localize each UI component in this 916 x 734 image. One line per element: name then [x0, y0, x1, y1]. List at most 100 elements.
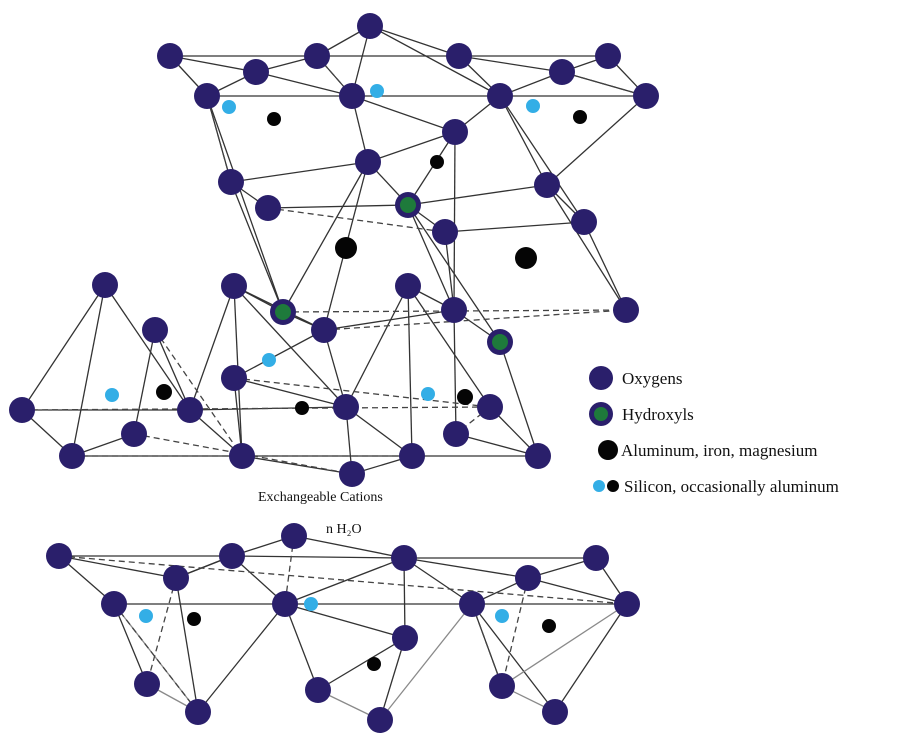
bond-line — [58, 555, 177, 579]
legend-silicon-alt-icon — [607, 480, 619, 492]
bond-line — [546, 184, 627, 311]
oxygen-atom — [142, 317, 168, 343]
oxygen-atom — [194, 83, 220, 109]
oxygen-atom — [219, 543, 245, 569]
bond-line — [230, 181, 284, 313]
oxygen-atom — [339, 461, 365, 487]
silicon-atom — [139, 609, 153, 623]
bond-line — [351, 95, 456, 133]
bond-line — [379, 637, 406, 721]
bond-line — [546, 95, 647, 186]
bond-line — [284, 603, 406, 639]
bond-line — [317, 637, 406, 691]
oxygen-atom — [255, 195, 281, 221]
oxygen-atom — [395, 273, 421, 299]
bond-line — [231, 555, 405, 559]
oxygen-atom — [218, 169, 244, 195]
bond-line — [407, 285, 491, 408]
oxygen-atom — [121, 421, 147, 447]
bond-line — [455, 433, 539, 457]
metal-atom — [267, 112, 281, 126]
atoms — [9, 13, 659, 733]
bond-line — [501, 577, 529, 687]
oxygen-atom — [163, 565, 189, 591]
silicon-atom — [304, 597, 318, 611]
silicon-atom — [105, 388, 119, 402]
metal-atom — [573, 110, 587, 124]
bond-line — [499, 95, 585, 223]
legend: Oxygens Hydroxyls Aluminum, iron, magnes… — [589, 366, 839, 496]
bond-line — [104, 284, 191, 411]
bond-line — [453, 309, 457, 435]
oxygen-atom — [583, 545, 609, 571]
bond-line — [499, 95, 548, 186]
metal-atom — [430, 155, 444, 169]
oxygen-atom — [304, 43, 330, 69]
oxygen-atom — [489, 673, 515, 699]
oxygen-atom — [443, 421, 469, 447]
oxygen-atom — [59, 443, 85, 469]
water-label: n H₂O — [326, 522, 362, 537]
oxygen-atom — [633, 83, 659, 109]
oxygen-atom — [542, 699, 568, 725]
metal-atom — [156, 384, 172, 400]
bond-line — [197, 603, 286, 713]
bond-line — [133, 329, 156, 435]
bond-line — [444, 221, 585, 233]
oxygen-atom — [157, 43, 183, 69]
bond-line — [407, 184, 548, 206]
bond-line — [323, 309, 455, 331]
bond-line — [369, 25, 501, 97]
oxygen-atom — [549, 59, 575, 85]
legend-metal-icon — [598, 440, 618, 460]
oxygen-atom — [281, 523, 307, 549]
legend-oxygen-icon — [589, 366, 613, 390]
metal-atom — [187, 612, 201, 626]
bond-line — [403, 557, 406, 639]
bond-line — [323, 309, 627, 331]
bond-line — [154, 329, 243, 457]
oxygen-atom — [221, 365, 247, 391]
oxygen-atom — [355, 149, 381, 175]
legend-hydroxyl-core-icon — [594, 407, 608, 421]
bond-line — [233, 377, 347, 408]
legend-hydroxyls-label: Hydroxyls — [622, 405, 694, 424]
silicon-atom — [495, 609, 509, 623]
oxygen-atom — [367, 707, 393, 733]
oxygen-atom — [613, 297, 639, 323]
oxygen-atom — [177, 397, 203, 423]
oxygen-atom — [441, 297, 467, 323]
oxygen-atom — [311, 317, 337, 343]
metal-atom — [457, 389, 473, 405]
bond-line — [255, 71, 353, 97]
oxygen-atom — [391, 545, 417, 571]
bond-line — [233, 329, 325, 379]
oxygen-atom — [392, 625, 418, 651]
oxygen-atom — [446, 43, 472, 69]
bond-line — [169, 55, 257, 73]
bond-line — [293, 535, 405, 559]
bond-line — [284, 603, 319, 691]
oxygen-atom — [432, 219, 458, 245]
bond-line — [369, 25, 460, 57]
hydroxyl-core — [400, 197, 416, 213]
bond-line — [407, 204, 455, 311]
bond-line — [230, 161, 369, 183]
metal-atom — [367, 657, 381, 671]
bond-line — [154, 329, 191, 411]
bond-line — [407, 285, 413, 457]
bond-line — [206, 95, 232, 183]
oxygen-atom — [487, 83, 513, 109]
oxygen-atom — [595, 43, 621, 69]
oxygen-atom — [134, 671, 160, 697]
bond-line — [345, 285, 409, 408]
bond-line — [561, 71, 647, 97]
bond-line — [71, 284, 106, 457]
bond-line — [21, 284, 106, 411]
oxygen-atom — [614, 591, 640, 617]
bond-line — [323, 329, 347, 408]
bond-line — [58, 555, 628, 605]
legend-oxygens-label: Oxygens — [622, 369, 682, 388]
metal-atom — [515, 247, 537, 269]
oxygen-atom — [442, 119, 468, 145]
